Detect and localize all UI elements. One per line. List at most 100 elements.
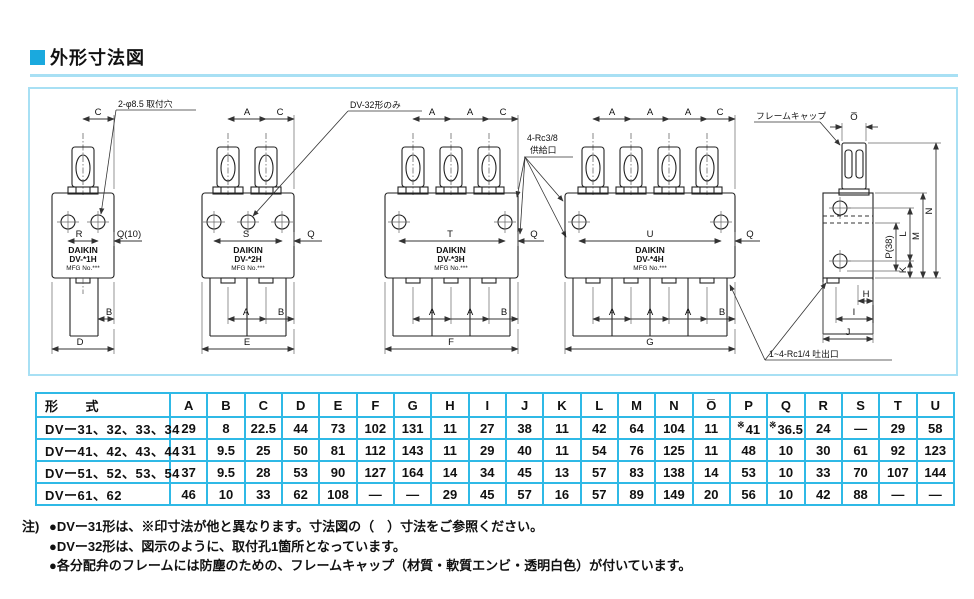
value-cell: 34 [467, 460, 507, 484]
dim-label-c: C [95, 107, 102, 118]
dim-label-g: G [646, 337, 653, 348]
dim-label-m: M [911, 232, 922, 240]
value-cell: — [355, 482, 395, 506]
value-cell: 14 [691, 460, 731, 484]
value-cell: 56 [728, 482, 769, 506]
mfg-label: MFG No.*** [231, 265, 265, 272]
brand-label: DAIKIN [233, 245, 263, 255]
value-cell: 42 [803, 482, 843, 506]
supply-port-line2: 供給口 [530, 144, 556, 155]
note-line: ●DVー32形は、図示のように、取付孔1箇所となっています。 [49, 538, 406, 554]
value-cell: 42 [579, 416, 619, 440]
dim-label-a: A [647, 307, 654, 318]
value-cell: 131 [392, 416, 433, 440]
model-label: DV-*2H [234, 255, 261, 264]
value-cell: 45 [504, 460, 545, 484]
callout-discharge-port: 1~4-Rc1/4 吐出口 [729, 282, 892, 361]
value-cell: 14 [430, 460, 470, 484]
value-cell: 102 [355, 416, 395, 440]
value-cell: 125 [654, 438, 694, 462]
value-cell: 123 [915, 438, 956, 462]
value-cell: 24 [803, 416, 843, 440]
model-label: DV-*1H [69, 255, 96, 264]
model-cell: DVー51、52、53、54 [35, 460, 179, 484]
value-cell: 57 [504, 482, 545, 506]
value-cell: 29 [467, 438, 507, 462]
header-dim-cell: T [878, 392, 918, 418]
dimension-drawing: C 2-φ8.5 取付穴 R Q(10) DAIKIN DV-*1H MFG N… [51, 98, 941, 361]
value-cell: 9.5 [206, 460, 246, 484]
header-dim-cell: U [915, 392, 956, 418]
value-cell: 48 [728, 438, 769, 462]
value-cell: 13 [542, 460, 582, 484]
value-cell: 31 [168, 438, 209, 462]
value-cell: 10 [206, 482, 246, 506]
header-dim-cell: D [280, 392, 321, 418]
callout-frame-cap: フレームキャップ [756, 111, 826, 121]
value-cell: 45 [467, 482, 507, 506]
dim-label-c: C [717, 107, 724, 118]
model-cell: DVー41、42、43、44 [35, 438, 179, 462]
value-cell: 83 [616, 460, 657, 484]
model-cell: DVー61、62 [35, 482, 171, 506]
value-cell: 164 [392, 460, 433, 484]
value-cell: 38 [504, 416, 545, 440]
value-cell: 11 [542, 438, 582, 462]
dim-label-a: A [609, 307, 616, 318]
mfg-label: MFG No.*** [66, 265, 100, 272]
header-model-cell: 形 式 [35, 392, 171, 418]
dim-label-a: A [685, 107, 692, 118]
header-dim-cell: M [616, 392, 657, 418]
dimension-drawing-panel: C 2-φ8.5 取付穴 R Q(10) DAIKIN DV-*1H MFG N… [28, 87, 958, 376]
dim-label-a: A [243, 307, 250, 318]
header-dim-cell: B [206, 392, 246, 418]
value-cell: 144 [915, 460, 956, 484]
notes-prefix: 注) [22, 519, 40, 534]
value-cell: 127 [355, 460, 395, 484]
value-cell: 9.5 [206, 438, 246, 462]
dim-label-b: B [719, 307, 725, 318]
value-cell: 138 [654, 460, 694, 484]
brand-label: DAIKIN [68, 245, 98, 255]
mfg-label: MFG No.*** [633, 265, 667, 272]
header-dim-cell: K [542, 392, 582, 418]
value-cell: 11 [542, 416, 582, 440]
header-dim-cell: C [243, 392, 283, 418]
value-cell: 29 [168, 416, 209, 440]
value-cell: 92 [878, 438, 918, 462]
dim-label-c: C [277, 107, 284, 118]
header-dim-cell: Q [766, 392, 806, 418]
dim-label-c: C [500, 107, 507, 118]
value-cell: — [840, 416, 881, 440]
dim-label-a: A [429, 107, 436, 118]
dim-label-a: A [467, 307, 474, 318]
value-cell: 29 [430, 482, 470, 506]
title-square-icon [30, 49, 45, 65]
value-cell: 57 [579, 460, 619, 484]
header-dim-cell: O̅ [691, 392, 731, 418]
view-side: フレームキャップ O̅ P(38) L K [754, 111, 941, 343]
value-cell: 81 [318, 438, 358, 462]
title-underline [30, 74, 958, 77]
header-dim-cell: G [392, 392, 433, 418]
model-label: DV-*3H [437, 255, 464, 264]
value-cell: 149 [654, 482, 694, 506]
view-dv3h: A A C T Q DAIKIN DV-*3H MFG No.*** A A [384, 107, 544, 354]
view-dv2h: A C DV-32形のみ S Q DAIKIN DV-*2H MFG No.**… [201, 100, 422, 354]
value-cell: 46 [168, 482, 209, 506]
value-cell: ※36.5 [766, 416, 806, 440]
value-cell: 11 [430, 416, 470, 440]
value-cell: 143 [392, 438, 433, 462]
dim-label-q: Q [530, 229, 537, 240]
value-cell: 30 [803, 438, 843, 462]
dim-label-q: Q [307, 229, 314, 240]
header-dim-cell: I [467, 392, 507, 418]
value-cell: 22.5 [243, 416, 283, 440]
callout-mount-holes: 2-φ8.5 取付穴 [118, 98, 173, 109]
header-dim-cell: E [318, 392, 358, 418]
dim-label-r: R [76, 229, 83, 240]
value-cell: 64 [616, 416, 657, 440]
header-dim-cell: L [579, 392, 619, 418]
value-cell: 29 [878, 416, 918, 440]
